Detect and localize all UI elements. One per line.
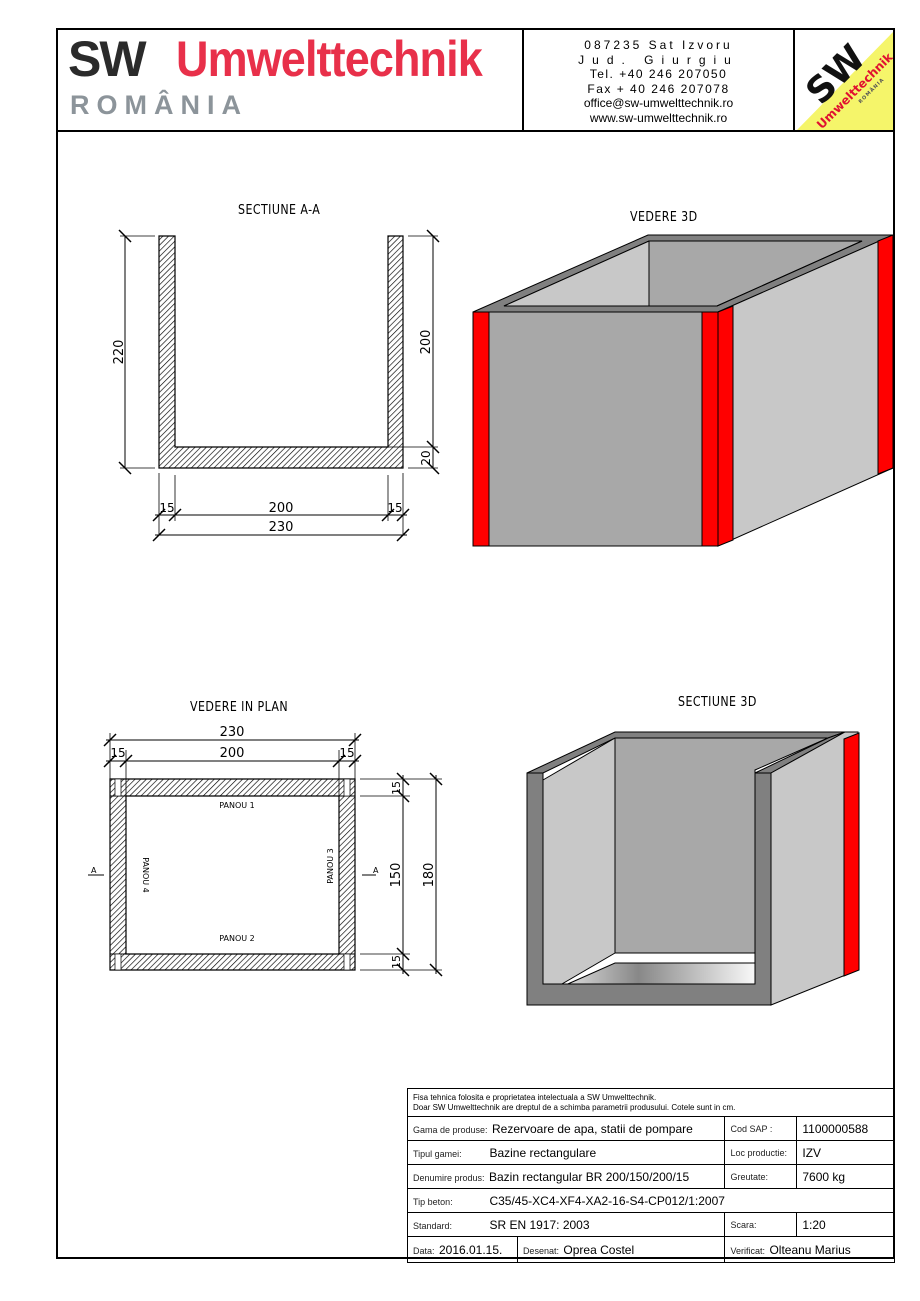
data-value: 2016.01.15. xyxy=(438,1242,503,1257)
denumire-label: Denumire produs: xyxy=(413,1172,485,1183)
seal-strip xyxy=(843,732,860,977)
plan-view-title: VEDERE IN PLAN xyxy=(190,700,289,715)
website-link[interactable]: www.sw-umwelttechnik.ro xyxy=(589,110,728,125)
brand-header: SW Umwelttechnik ROMÂNIA xyxy=(56,28,524,132)
panel-2-label: PANOU 2 xyxy=(219,934,255,943)
greutate-value: 7600 kg xyxy=(796,1164,895,1189)
section-marker-right: A xyxy=(373,866,379,875)
gama-label: Gama de produse: xyxy=(413,1124,488,1135)
dim-floor: 20 xyxy=(419,450,433,465)
email-link[interactable]: office@sw-umwelttechnik.ro xyxy=(583,96,734,110)
dim-wall-right: 15 xyxy=(387,501,402,515)
row-data: Data: 2016.01.15. Desenat: Oprea Costel … xyxy=(407,1236,895,1263)
plan-dim-total-depth: 180 xyxy=(422,863,437,888)
standard-label: Standard: xyxy=(413,1220,453,1231)
dim-total-height: 220 xyxy=(112,340,127,365)
plan-dim-total-width: 230 xyxy=(220,725,245,740)
dim-total-width: 230 xyxy=(269,520,294,535)
greutate-label: Greutate: xyxy=(724,1164,798,1189)
dim-wall-left: 15 xyxy=(159,501,174,515)
dim-inner-width: 200 xyxy=(269,501,294,516)
section-marker-left: A xyxy=(91,866,97,875)
gama-value: Rezervoare de apa, statii de pompare xyxy=(492,1121,693,1136)
desenat-value: Oprea Costel xyxy=(563,1242,635,1257)
county: Jud. Giurgiu xyxy=(578,52,739,67)
view-3d-title: VEDERE 3D xyxy=(630,210,698,225)
scara-value: 1:20 xyxy=(796,1212,895,1237)
data-label: Data: xyxy=(413,1245,435,1256)
ownership-note: Fisa tehnica folosita e proprietatea int… xyxy=(407,1088,895,1117)
cod-sap-label: Cod SAP : xyxy=(724,1116,798,1141)
panel-1-label: PANOU 1 xyxy=(219,801,255,810)
cod-sap-value: 1100000588 xyxy=(796,1116,895,1141)
phone: Tel. +40 246 207050 xyxy=(589,67,728,81)
row-standard: Standard: SR EN 1917: 2003 Scara: 1:20 xyxy=(406,1212,895,1237)
loc-value: IZV xyxy=(796,1140,895,1165)
panel-4-label: PANOU 4 xyxy=(141,857,150,893)
row-denumire: Denumire produs: Bazin rectangular BR 20… xyxy=(406,1164,895,1189)
header-divider xyxy=(56,130,895,132)
seal-strip xyxy=(717,305,734,547)
plan-dim-wall-right: 15 xyxy=(339,746,354,760)
tipul-label: Tipul gamei: xyxy=(413,1148,462,1159)
seal-strip xyxy=(877,234,894,475)
seal-strip xyxy=(701,311,719,547)
address: 087235 Sat Izvoru xyxy=(584,38,733,52)
seal-strip xyxy=(472,311,490,547)
verificat-value: Olteanu Marius xyxy=(769,1242,851,1257)
scara-label: Scara: xyxy=(724,1212,798,1237)
section-aa-drawing: 220 200 20 15 200 15 230 xyxy=(112,229,440,542)
plan-dim-wall-left: 15 xyxy=(110,746,125,760)
desenat-label: Desenat: xyxy=(522,1245,559,1256)
beton-label: Tip beton: xyxy=(413,1196,453,1207)
fax: Fax + 40 246 207078 xyxy=(587,81,730,96)
plan-dim-wall-top: 15 xyxy=(390,781,403,795)
section-3d-drawing xyxy=(526,731,860,1006)
u-section-shape xyxy=(158,235,404,469)
beton-value: C35/45-XC4-XF4-XA2-16-S4-CP012/1:2007 xyxy=(489,1193,725,1208)
verificat-label: Verificat: xyxy=(730,1245,765,1256)
view-3d-drawing xyxy=(472,234,894,547)
plan-view-drawing: PANOU 1 PANOU 2 PANOU 4 PANOU 3 A A 230 … xyxy=(88,725,443,977)
loc-label: Loc productie: xyxy=(724,1140,798,1165)
company-logo: SW Umwelttechnik ROMÂNIA xyxy=(793,28,895,132)
title-block: Fisa tehnica folosita e proprietatea int… xyxy=(406,1088,895,1263)
dim-inner-height: 200 xyxy=(419,330,434,355)
section-3d-title: SECTIUNE 3D xyxy=(678,695,757,710)
logo-graphic: SW Umwelttechnik ROMÂNIA xyxy=(796,32,893,130)
plan-dim-inner-depth: 150 xyxy=(389,863,404,888)
brand-name: Umwelttechnik xyxy=(176,31,483,87)
standard-value: SR EN 1917: 2003 xyxy=(489,1217,590,1232)
brand-country: ROMÂNIA xyxy=(70,90,248,120)
brand-prefix: SW xyxy=(68,31,147,87)
tipul-value: Bazine rectangulare xyxy=(489,1145,597,1160)
row-gama: Gama de produse: Rezervoare de apa, stat… xyxy=(406,1116,895,1141)
plan-dim-wall-bottom: 15 xyxy=(390,955,403,969)
panel-3-label: PANOU 3 xyxy=(326,848,335,884)
plan-dim-inner-width: 200 xyxy=(220,746,245,761)
section-aa-title: SECTIUNE A-A xyxy=(238,203,321,218)
row-beton: Tip beton: C35/45-XC4-XF4-XA2-16-S4-CP01… xyxy=(407,1188,895,1213)
denumire-value: Bazin rectangular BR 200/150/200/15 xyxy=(489,1169,690,1184)
row-tipul: Tipul gamei: Bazine rectangulare Loc pro… xyxy=(406,1140,895,1165)
contact-block: 087235 Sat Izvoru Jud. Giurgiu Tel. +40 … xyxy=(522,28,795,132)
